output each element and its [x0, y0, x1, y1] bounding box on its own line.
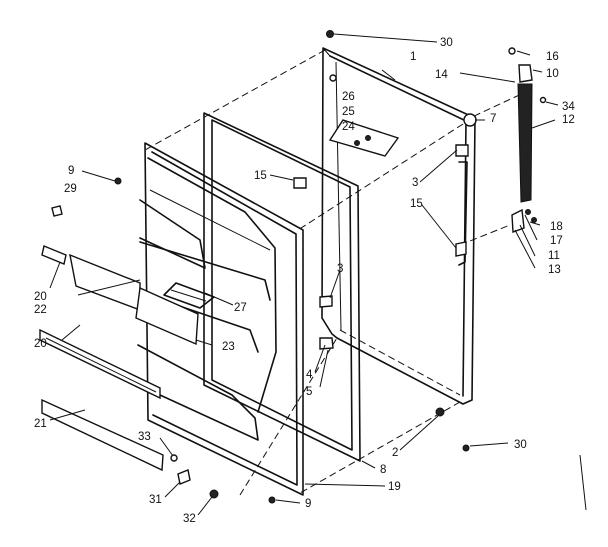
callout-19: 19 [388, 481, 401, 493]
callout-pointers [49, 33, 559, 516]
callout-27: 27 [234, 302, 247, 314]
callout-21: 21 [34, 418, 47, 430]
callout-20-lower: 20 [34, 338, 47, 350]
callout-5: 5 [306, 386, 312, 398]
callout-33: 33 [138, 431, 151, 443]
callout-labels: 30 1 16 14 10 26 25 24 7 34 12 9 29 15 3… [34, 37, 575, 525]
callout-34: 34 [562, 101, 575, 113]
callout-16: 16 [546, 51, 559, 63]
callout-15-right: 15 [410, 198, 423, 210]
callout-1: 1 [410, 51, 416, 63]
callout-7: 7 [490, 113, 496, 125]
callout-26: 26 [342, 91, 355, 103]
callout-30-bottom: 30 [514, 439, 527, 451]
callout-23: 23 [222, 341, 235, 353]
callout-3-lower: 3 [337, 263, 343, 275]
callout-11: 11 [548, 250, 560, 262]
callout-25: 25 [342, 106, 355, 118]
callout-3-upper: 3 [412, 177, 418, 189]
callout-22: 22 [34, 304, 47, 316]
door-gasket [203, 112, 361, 462]
callout-14: 14 [435, 69, 448, 81]
inner-door-liner [137, 142, 304, 496]
callout-12: 12 [562, 114, 575, 126]
outer-door-panel [321, 47, 476, 405]
callout-8: 8 [380, 464, 386, 476]
callout-20-upper: 20 [34, 291, 47, 303]
callout-32: 32 [183, 513, 196, 525]
callout-2: 2 [392, 447, 398, 459]
callout-17: 17 [550, 235, 563, 247]
callout-24: 24 [342, 121, 355, 133]
callout-9-top: 9 [68, 165, 74, 177]
hinge-and-hardware [51, 30, 587, 511]
callout-18: 18 [550, 221, 563, 233]
callout-10: 10 [546, 68, 559, 80]
callout-13: 13 [548, 264, 561, 276]
callout-31: 31 [149, 494, 162, 506]
callout-4: 4 [306, 369, 313, 381]
callout-30-top: 30 [440, 37, 453, 49]
callout-29: 29 [64, 183, 77, 195]
callout-15-left: 15 [254, 170, 267, 182]
callout-9-bottom: 9 [305, 498, 311, 510]
door-shelves [39, 245, 199, 472]
